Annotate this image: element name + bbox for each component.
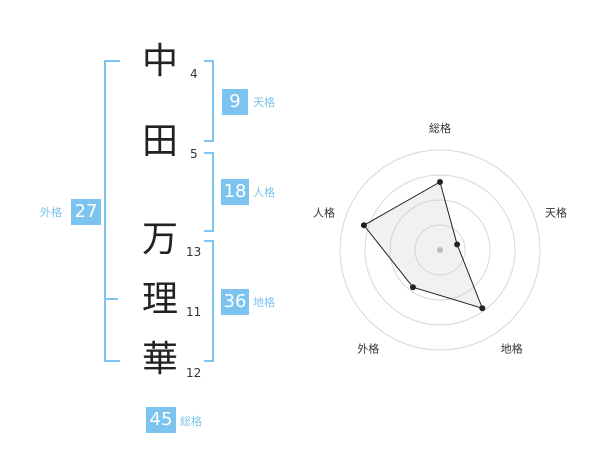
radar-center-dot [437, 247, 443, 253]
jinkaku-value-badge: 18 [221, 179, 249, 205]
stroke-count-4: 11 [186, 305, 202, 319]
name-char-3: 万 [141, 219, 178, 260]
chikaku-bracket [204, 240, 214, 362]
radar-ring-2 [389, 199, 491, 301]
name-char-5: 華 [141, 339, 178, 380]
radar-ring-3 [364, 174, 516, 326]
soukaku-label: 総格 [180, 415, 202, 428]
radar-ring-1 [414, 224, 466, 276]
radar-point-3 [479, 305, 486, 312]
soukaku-value-badge: 45 [146, 407, 176, 433]
tenkaku-label: 天格 [253, 96, 275, 109]
name-char-4: 理 [141, 279, 178, 320]
gaikaku-bracket [104, 60, 120, 362]
name-char-1: 中 [141, 41, 178, 82]
radar-axis-label-1: 総格 [429, 121, 451, 135]
gaikaku-label: 外格 [40, 206, 62, 219]
stroke-count-3: 13 [186, 245, 202, 259]
gaikaku-bracket-divider [106, 298, 118, 300]
stroke-count-2: 5 [190, 147, 198, 161]
radar-axis-label-3: 地格 [501, 342, 523, 356]
name-char-2: 田 [141, 121, 178, 162]
radar-point-5 [360, 222, 367, 229]
radar-point-1 [437, 179, 443, 185]
jinkaku-bracket [204, 152, 214, 232]
tenkaku-bracket [204, 60, 214, 142]
stroke-count-1: 4 [190, 67, 198, 81]
radar-point-2 [454, 241, 461, 248]
radar-axis-label-4: 外格 [357, 342, 379, 356]
stroke-count-5: 12 [186, 366, 202, 380]
radar-point-4 [409, 284, 416, 291]
tenkaku-value-badge: 9 [222, 89, 248, 115]
chikaku-value-badge: 36 [221, 289, 249, 315]
gaikaku-value-badge: 27 [71, 199, 101, 225]
chikaku-label: 地格 [253, 296, 275, 309]
radar-axis-label-2: 天格 [545, 205, 567, 219]
radar-axis-label-5: 人格 [313, 205, 335, 219]
radar-data-polygon [363, 181, 484, 310]
jinkaku-label: 人格 [253, 186, 275, 199]
